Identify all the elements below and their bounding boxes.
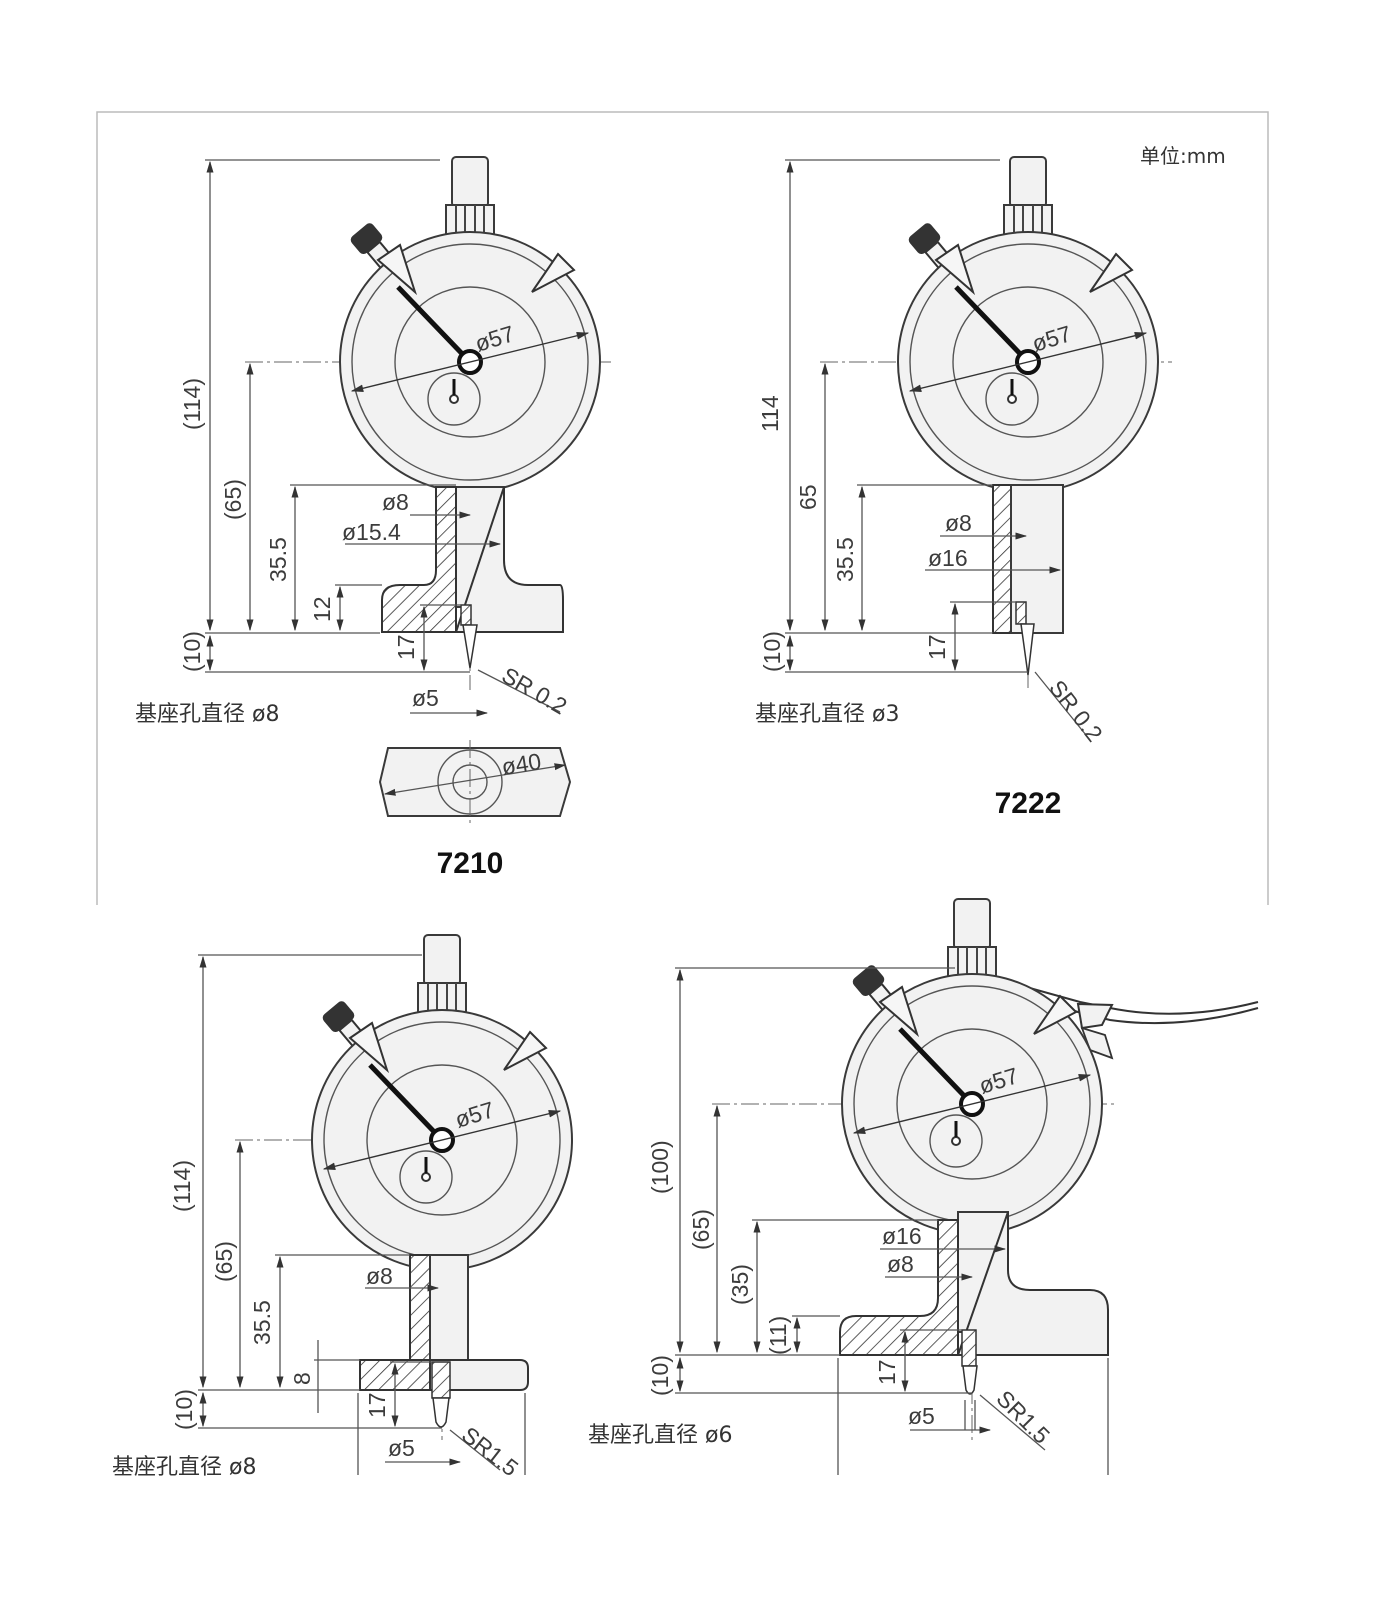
- dim-radius: SR 0.2: [498, 662, 572, 720]
- dim-overall: (100): [647, 1140, 673, 1194]
- dim-center: (65): [211, 1241, 237, 1282]
- diagram-lever-gauge: (100) (65) (35) (11) (10) 17 ø57 ø16 ø8 …: [588, 899, 1259, 1475]
- diagram-7222: 114 65 35.5 (10) 17 ø57 ø8 ø16 SR 0.2 基座…: [755, 157, 1172, 820]
- dim-base-top: 35.5: [265, 537, 291, 582]
- dim-tip: 17: [924, 634, 950, 660]
- dim-base-top: 35.5: [832, 537, 858, 582]
- dim-tip: 17: [874, 1359, 900, 1385]
- dim-overall: 114: [757, 395, 783, 432]
- caption: 基座孔直径 ø6: [588, 1423, 732, 1448]
- dim-tip: 17: [393, 634, 419, 660]
- dim-base-dia: ø40: [500, 748, 543, 780]
- diagram-7210: (114) (65) 35.5 12 (10) 17 ø57 ø8 ø15.4 …: [135, 157, 615, 880]
- dim-overall: (114): [179, 378, 205, 430]
- dim-below: (10): [179, 631, 205, 672]
- caption: 基座孔直径 ø8: [135, 702, 279, 727]
- dim-hole-depth: 12: [309, 596, 335, 622]
- dim-tip-dia: ø5: [908, 1403, 935, 1429]
- model-number: 7210: [437, 847, 504, 880]
- dim-tip-dia: ø5: [388, 1435, 415, 1461]
- dim-below: (10): [171, 1389, 197, 1430]
- dim-stem: ø8: [382, 489, 409, 515]
- dim-stem: ø8: [945, 510, 972, 536]
- dim-radius: SR1.5: [457, 1421, 523, 1481]
- dim-below: (10): [759, 631, 785, 672]
- unit-label: 单位:mm: [1140, 144, 1226, 168]
- dim-stem: ø8: [366, 1263, 393, 1289]
- dim-tip: 17: [364, 1392, 390, 1418]
- caption: 基座孔直径 ø8: [112, 1455, 256, 1480]
- dim-flange: (11): [765, 1316, 791, 1355]
- model-number: 7222: [995, 787, 1062, 820]
- dim-bore: ø16: [882, 1223, 922, 1249]
- dim-radius: SR 0.2: [1044, 675, 1108, 746]
- dim-below: (10): [647, 1355, 673, 1396]
- dim-tip-dia: ø5: [412, 685, 439, 711]
- dim-center: 65: [795, 484, 821, 510]
- diagram-flange-gauge: (114) (65) 35.5 8 (10) 17 ø57 ø8 ø5 SR1.…: [112, 935, 572, 1481]
- dim-base-top: (35): [727, 1264, 753, 1305]
- dim-base-top: 35.5: [249, 1300, 275, 1345]
- dim-radius: SR1.5: [991, 1385, 1055, 1449]
- dim-center: (65): [688, 1209, 714, 1250]
- dim-flange: 8: [289, 1372, 315, 1385]
- dim-stem: ø8: [887, 1251, 914, 1277]
- caption: 基座孔直径 ø3: [755, 702, 899, 727]
- dim-bore: ø15.4: [342, 519, 401, 545]
- dim-overall: (114): [169, 1160, 195, 1212]
- dim-center: (65): [220, 479, 246, 520]
- dim-bore: ø16: [928, 545, 968, 571]
